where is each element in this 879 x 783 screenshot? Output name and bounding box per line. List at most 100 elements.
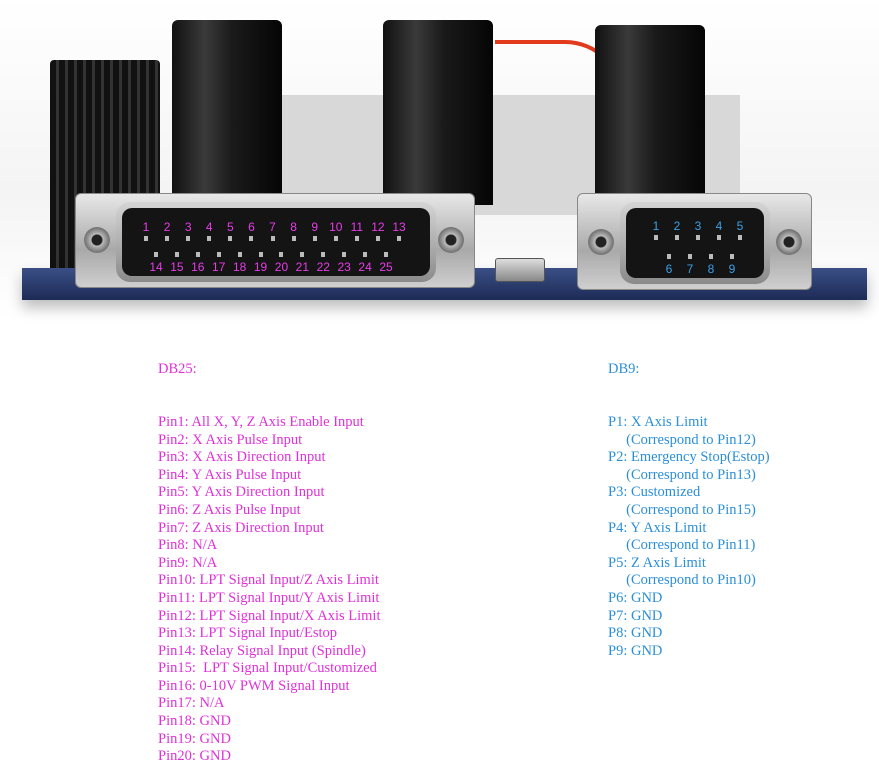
pin-number: 10: [329, 220, 343, 234]
screw-icon: [588, 229, 614, 255]
pin-number: 15: [170, 260, 184, 274]
pin-number: 13: [392, 220, 406, 234]
pin-number: 23: [337, 260, 351, 274]
pin-number: 6: [665, 262, 673, 276]
pin-socket: [291, 236, 296, 241]
capacitor: [595, 25, 705, 200]
usb-port: [495, 258, 545, 282]
db9-pin-item: (Correspond to Pin10): [608, 572, 756, 589]
pin-socket: [363, 252, 368, 257]
pin-number: 12: [371, 220, 385, 234]
db9-pin-item: P3: Customized: [608, 484, 701, 501]
pin-number: 11: [350, 220, 364, 234]
db25-pin-item: Pin16: 0-10V PWM Signal Input: [158, 677, 350, 694]
screw-icon: [438, 227, 464, 253]
db25-title: DB25:: [158, 361, 197, 378]
pin-socket: [154, 252, 158, 257]
pin-number: 21: [295, 260, 310, 274]
pin-socket: [709, 254, 713, 259]
pin-number: 19: [253, 260, 268, 274]
pin-number: 16: [191, 260, 205, 274]
pin-socket: [667, 254, 671, 259]
pin-socket: [375, 236, 380, 241]
pin-socket: [258, 252, 263, 257]
db25-pin-list: DB25: Pin1: All X, Y, Z Axis Enable Inpu…: [158, 326, 381, 783]
pin-socket: [738, 235, 742, 240]
pin-number: 18: [232, 260, 247, 274]
db9-pin-item: P9: GND: [608, 642, 663, 659]
pin-number: 9: [728, 262, 736, 276]
pin-number: 5: [736, 219, 744, 233]
pin-socket: [207, 236, 212, 241]
capacitor: [172, 20, 282, 200]
pin-socket: [195, 252, 200, 257]
pin-number: 5: [226, 220, 234, 234]
pin-socket: [384, 252, 388, 257]
capacitor: [383, 20, 493, 205]
pin-socket: [696, 235, 700, 240]
pin-number: 8: [707, 262, 715, 276]
db25-pin-item: Pin19: GND: [158, 730, 231, 747]
db25-pin-item: Pin9: N/A: [158, 554, 218, 571]
db25-pin-item: Pin3: X Axis Direction Input: [158, 449, 326, 466]
db25-pin-item: Pin17: N/A: [158, 695, 225, 712]
db25-pin-item: Pin20: GND: [158, 748, 231, 765]
pin-number: 4: [715, 219, 723, 233]
pin-socket: [228, 236, 233, 241]
pin-socket: [249, 236, 254, 241]
db25-pin-item: Pin5: Y Axis Direction Input: [158, 484, 325, 501]
pin-number: 6: [248, 220, 255, 234]
pin-number: 4: [205, 220, 213, 234]
pin-number: 2: [163, 220, 171, 234]
pin-socket: [216, 252, 221, 257]
pin-number: 1: [652, 219, 660, 233]
pin-socket: [342, 252, 347, 257]
db9-pin-item: (Correspond to Pin15): [608, 501, 756, 518]
pin-socket: [730, 254, 734, 259]
db9-title: DB9:: [608, 361, 640, 378]
db25-pin-item: Pin15: LPT Signal Input/Customized: [158, 660, 377, 677]
pin-socket: [321, 252, 326, 257]
db25-pin-item: Pin6: Z Axis Pulse Input: [158, 501, 301, 518]
pin-socket: [675, 235, 679, 240]
pin-number: 8: [290, 220, 297, 234]
db9-pin-item: P4: Y Axis Limit: [608, 519, 707, 536]
db9-pin-item: P1: X Axis Limit: [608, 413, 708, 430]
db25-pin-item: Pin8: N/A: [158, 537, 218, 554]
db25-pin-item: Pin1: All X, Y, Z Axis Enable Input: [158, 413, 364, 430]
db9-pin-item: P6: GND: [608, 589, 663, 606]
pin-number: 22: [316, 260, 330, 274]
db25-pin-item: Pin4: Y Axis Pulse Input: [158, 466, 302, 483]
db25-pin-item: Pin7: Z Axis Direction Input: [158, 519, 324, 536]
pin-socket: [165, 236, 170, 241]
screw-icon: [84, 227, 110, 253]
db9-pin-item: P7: GND: [608, 607, 663, 624]
db25-pin-item: Pin12: LPT Signal Input/X Axis Limit: [158, 607, 381, 624]
db9-pin-item: (Correspond to Pin12): [608, 431, 756, 448]
pin-socket: [186, 236, 191, 241]
pin-number: 7: [686, 262, 694, 276]
screw-icon: [776, 229, 802, 255]
db9-pin-item: (Correspond to Pin11): [608, 537, 756, 554]
db25-pin-item: Pin14: Relay Signal Input (Spindle): [158, 642, 366, 659]
pin-socket: [270, 236, 275, 241]
db25-pin-item: Pin13: LPT Signal Input/Estop: [158, 625, 337, 642]
pin-socket: [279, 252, 284, 257]
pin-number: 17: [212, 260, 226, 274]
db25-pin-item: Pin10: LPT Signal Input/Z Axis Limit: [158, 572, 379, 589]
pin-number: 3: [694, 219, 702, 233]
db9-pin-item: P5: Z Axis Limit: [608, 554, 706, 571]
pin-number: 24: [358, 260, 372, 274]
pin-socket: [354, 236, 359, 241]
pin-number: 9: [311, 220, 318, 234]
pin-socket: [237, 252, 242, 257]
pin-number: 2: [673, 219, 681, 233]
pin-socket: [174, 252, 179, 257]
pin-socket: [144, 236, 148, 241]
db9-pin-item: P2: Emergency Stop(Estop): [608, 449, 770, 466]
